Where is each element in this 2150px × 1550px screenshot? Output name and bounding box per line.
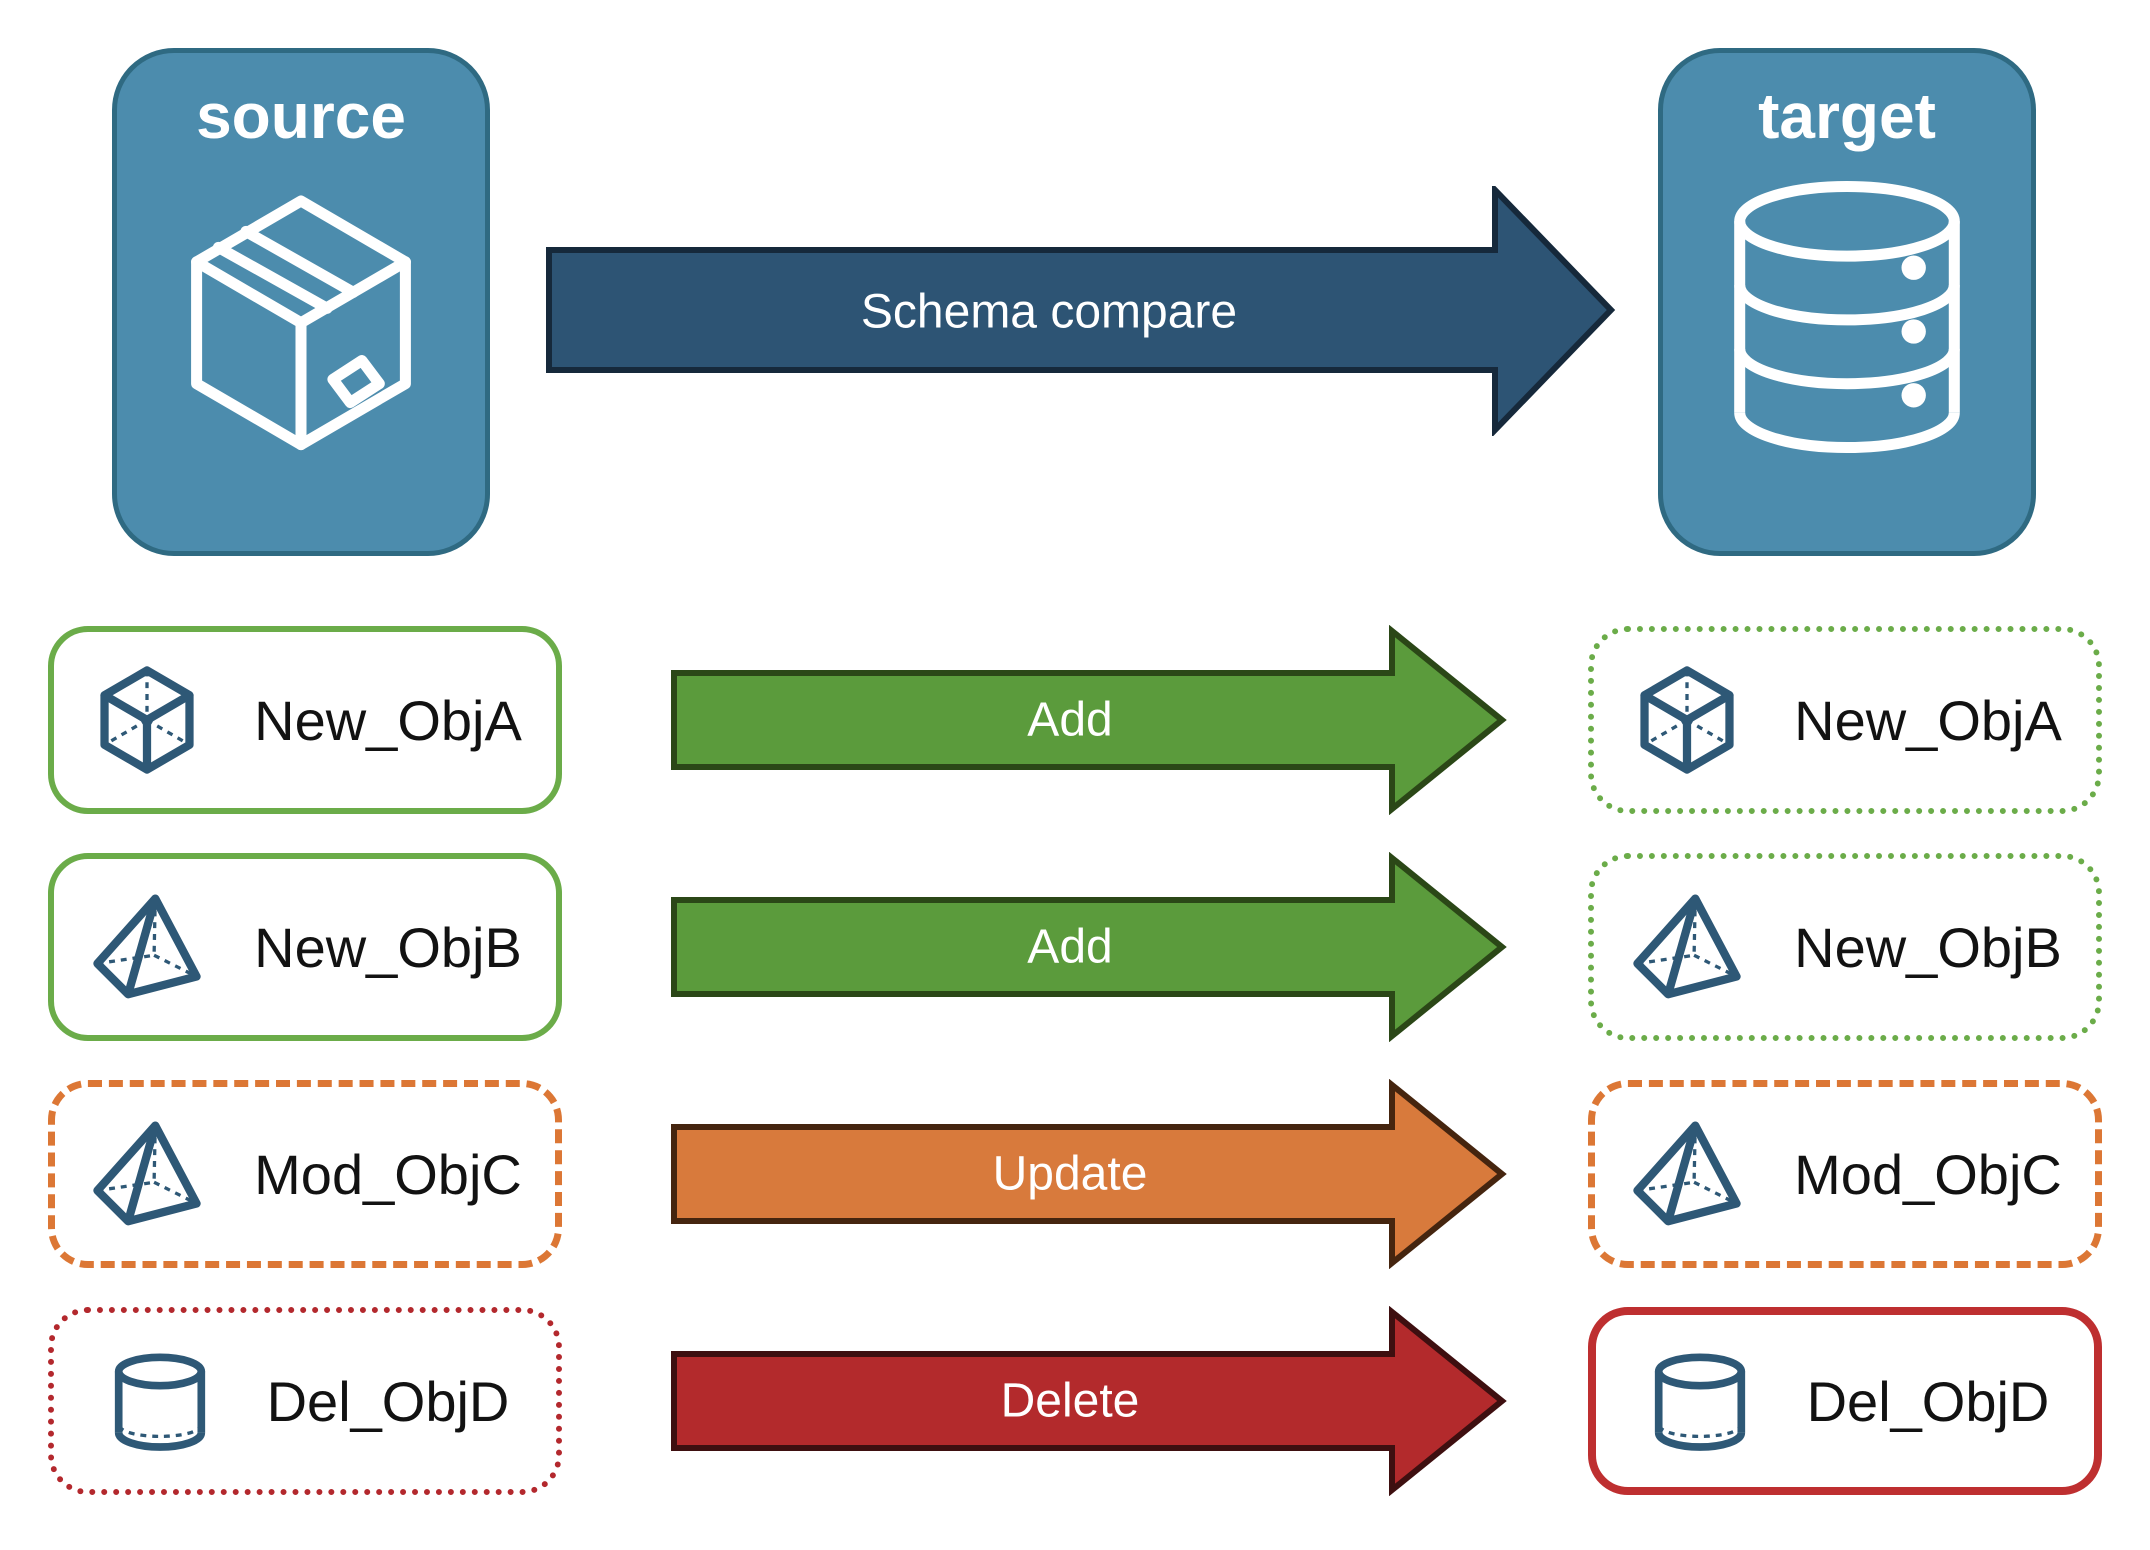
object-label: Mod_ObjC: [1794, 1142, 2062, 1206]
pyramid-icon: [88, 1115, 206, 1233]
source-node: source: [112, 48, 490, 556]
target-object-new-obja: New_ObjA: [1588, 626, 2102, 814]
schema-compare-label: Schema compare: [861, 286, 1237, 339]
object-label: New_ObjB: [254, 915, 522, 979]
target-object-mod-objc: Mod_ObjC: [1588, 1080, 2102, 1268]
update-arrow-label: Update: [993, 1148, 1148, 1201]
delete-arrow: Delete: [671, 1306, 1507, 1496]
schema-compare-arrow: Schema compare: [546, 186, 1616, 436]
target-object-new-objb: New_ObjB: [1588, 853, 2102, 1041]
pyramid-icon: [1628, 1115, 1746, 1233]
add-arrow: Add: [671, 852, 1507, 1042]
object-label: Del_ObjD: [266, 1369, 510, 1433]
database-icon: [1702, 167, 1992, 467]
add-arrow-shape: [671, 852, 1507, 1042]
object-label: New_ObjA: [1794, 688, 2062, 752]
cube-icon: [1628, 661, 1746, 779]
source-object-new-objb: New_ObjB: [48, 853, 562, 1041]
add-arrow-label: Add: [1027, 921, 1112, 974]
target-object-del-objd: Del_ObjD: [1588, 1307, 2102, 1495]
pyramid-icon: [88, 888, 206, 1006]
schema-compare-arrow-shape: [546, 186, 1616, 436]
pyramid-icon: [1628, 888, 1746, 1006]
source-object-new-obja: New_ObjA: [48, 626, 562, 814]
add-arrow: Add: [671, 625, 1507, 815]
cylinder-icon: [1641, 1342, 1759, 1460]
target-node: target: [1658, 48, 2036, 556]
add-arrow-shape: [671, 625, 1507, 815]
delete-arrow-label: Delete: [1001, 1375, 1140, 1428]
cube-icon: [88, 661, 206, 779]
add-arrow-label: Add: [1027, 694, 1112, 747]
object-label: New_ObjB: [1794, 915, 2062, 979]
delete-arrow-shape: [671, 1306, 1507, 1496]
source-node-title: source: [196, 80, 406, 152]
package-icon: [156, 167, 446, 467]
object-label: New_ObjA: [254, 688, 522, 752]
object-label: Del_ObjD: [1806, 1369, 2050, 1433]
cylinder-icon: [101, 1342, 219, 1460]
source-object-del-objd: Del_ObjD: [48, 1307, 562, 1495]
update-arrow: Update: [671, 1079, 1507, 1269]
object-label: Mod_ObjC: [254, 1142, 522, 1206]
target-node-title: target: [1758, 80, 1936, 152]
source-object-mod-objc: Mod_ObjC: [48, 1080, 562, 1268]
update-arrow-shape: [671, 1079, 1507, 1269]
